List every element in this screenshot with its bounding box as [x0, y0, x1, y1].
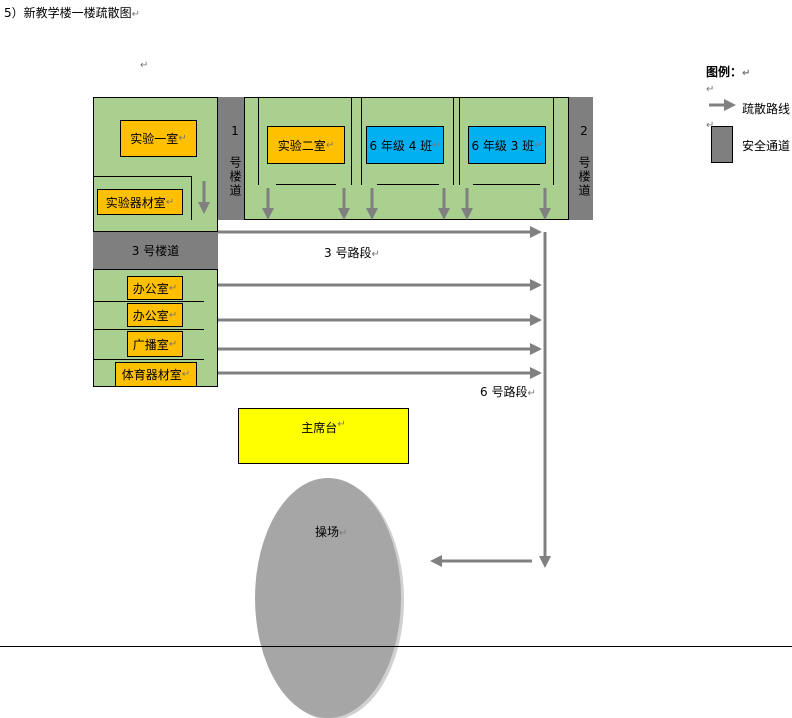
room-sports-equipment: 体育器材室↵ — [115, 362, 197, 387]
podium: 主席台↵ — [238, 408, 409, 464]
divider-line — [351, 97, 352, 185]
divider-line — [459, 97, 460, 185]
legend: 图例：↵ — [706, 63, 750, 80]
page-bottom-rule — [0, 646, 792, 647]
room-broadcast: 广播室↵ — [127, 331, 183, 357]
room-office1: 办公室↵ — [127, 276, 183, 300]
room-grade6-class3: 6 年级 3 班↵ — [468, 126, 546, 164]
divider-line — [473, 184, 540, 185]
divider-line — [191, 176, 192, 220]
divider-line — [258, 97, 259, 185]
divider-line — [553, 97, 554, 185]
divider-line — [453, 97, 454, 185]
stair1-passage: 1 号楼道 — [218, 97, 244, 220]
legend-title: 图例：↵ — [706, 65, 751, 79]
evacuation-routes — [198, 99, 736, 568]
route3-label: 3 号路段↵ — [324, 246, 380, 260]
room-grade6-class4: 6 年级 4 班↵ — [366, 126, 444, 164]
playground-label: 操场↵ — [315, 525, 348, 539]
divider-line — [276, 184, 336, 185]
divider-line — [93, 301, 204, 302]
stair3-passage: 3 号楼道 — [93, 232, 218, 269]
route6-label: 6 号路段↵ — [480, 385, 536, 399]
room-office2: 办公室↵ — [127, 303, 183, 327]
legend-safe-passage-label: 安全通道 — [742, 139, 791, 153]
return-mark: ↵ — [140, 60, 149, 71]
legend-safe-passage-swatch — [711, 126, 733, 163]
return-mark: ↵ — [706, 120, 714, 131]
divider-line — [93, 359, 204, 360]
legend-route-label: 疏散路线 — [742, 102, 791, 116]
room-lab1: 实验一室↵ — [120, 120, 197, 157]
return-mark: ↵ — [131, 9, 141, 20]
return-mark: ↵ — [706, 84, 715, 95]
room-lab2: 实验二室↵ — [267, 126, 345, 164]
stair2-passage: 2 号楼道 — [569, 97, 593, 220]
divider-line — [361, 97, 362, 185]
title-text: 5）新教学楼一楼疏散图 — [4, 6, 132, 20]
page-title: 5）新教学楼一楼疏散图↵ — [4, 4, 140, 21]
divider-line — [93, 329, 204, 330]
room-lab-equipment: 实验器材室↵ — [97, 189, 183, 215]
divider-line — [93, 176, 192, 177]
divider-line — [377, 184, 439, 185]
